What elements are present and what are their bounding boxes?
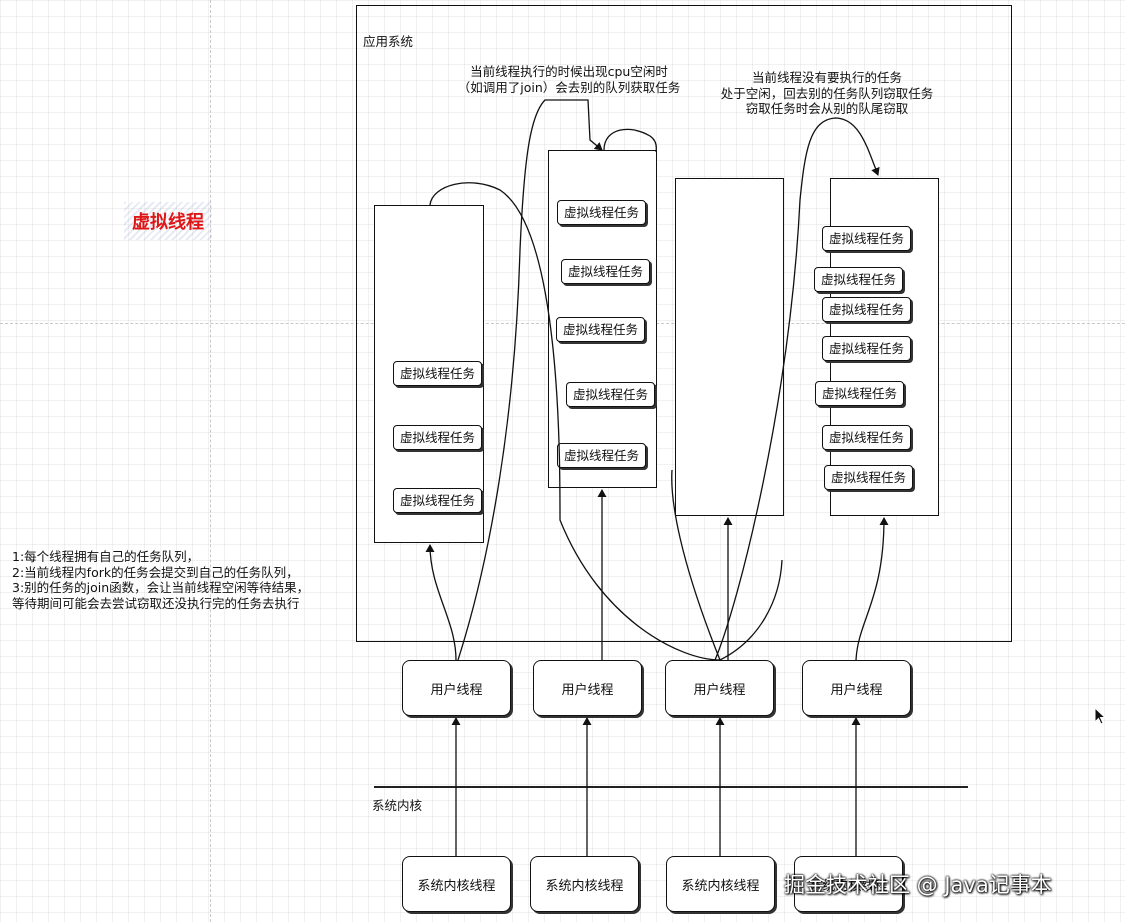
legend-line-1: 1:每个线程拥有自己的任务队列， xyxy=(12,549,200,564)
kernel-divider xyxy=(374,786,968,788)
steal-note-line-2: 处于空闲，回去别的任务队列窃取任务 xyxy=(720,85,934,101)
user-thread-3: 用户线程 xyxy=(665,660,774,716)
diagram-title: 虚拟线程 xyxy=(124,202,212,240)
task-item: 虚拟线程任务 xyxy=(393,488,482,513)
task-item: 虚拟线程任务 xyxy=(566,382,655,407)
task-item: 虚拟线程任务 xyxy=(561,259,650,284)
task-item: 虚拟线程任务 xyxy=(822,297,911,322)
legend-line-2: 2:当前线程内fork的任务会提交到自己的任务队列， xyxy=(12,564,299,580)
idle-note: 当前线程执行的时候出现cpu空闲时 （如调用了join）会去别的队列获取任务 xyxy=(444,64,694,95)
user-thread-4: 用户线程 xyxy=(802,660,911,716)
task-item: 虚拟线程任务 xyxy=(815,381,904,406)
task-item: 虚拟线程任务 xyxy=(814,267,903,292)
task-item: 虚拟线程任务 xyxy=(393,361,482,386)
user-thread-1: 用户线程 xyxy=(402,660,511,716)
idle-note-line-2: （如调用了join）会去别的队列获取任务 xyxy=(457,79,681,95)
app-system-label: 应用系统 xyxy=(363,34,414,49)
task-item: 虚拟线程任务 xyxy=(557,200,646,225)
task-queue-3 xyxy=(675,178,784,516)
guide-line-vertical xyxy=(210,0,211,922)
task-item: 虚拟线程任务 xyxy=(393,425,482,450)
user-thread-2: 用户线程 xyxy=(533,660,642,716)
task-item: 虚拟线程任务 xyxy=(557,443,646,468)
idle-note-line-1: 当前线程执行的时候出现cpu空闲时 xyxy=(470,64,668,79)
kernel-thread-3: 系统内核线程 xyxy=(666,856,775,912)
legend-line-4: 等待期间可能会去尝试窃取还没执行完的任务去执行 xyxy=(12,595,300,611)
task-item: 虚拟线程任务 xyxy=(822,226,911,251)
mouse-cursor-icon xyxy=(1094,707,1107,725)
watermark-text: 掘金技术社区 @ Java记事本 xyxy=(784,873,1052,897)
task-item: 虚拟线程任务 xyxy=(824,465,913,490)
task-item: 虚拟线程任务 xyxy=(822,425,911,450)
task-item: 虚拟线程任务 xyxy=(822,336,911,361)
steal-note: 当前线程没有要执行的任务 处于空闲，回去别的任务队列窃取任务 窃取任务时会从别的… xyxy=(712,70,942,117)
kernel-thread-2: 系统内核线程 xyxy=(530,856,639,912)
kernel-label: 系统内核 xyxy=(372,798,423,813)
kernel-thread-1: 系统内核线程 xyxy=(402,856,511,912)
task-item: 虚拟线程任务 xyxy=(556,317,645,342)
steal-note-line-3: 窃取任务时会从别的队尾窃取 xyxy=(745,101,909,116)
legend: 1:每个线程拥有自己的任务队列， 2:当前线程内fork的任务会提交到自己的任务… xyxy=(12,549,309,611)
kernel-thread-4: 系统内核线程 xyxy=(794,856,903,912)
steal-note-line-1: 当前线程没有要执行的任务 xyxy=(751,70,902,85)
legend-line-3: 3:别的任务的join函数，会让当前线程空闲等待结果， xyxy=(12,580,310,595)
